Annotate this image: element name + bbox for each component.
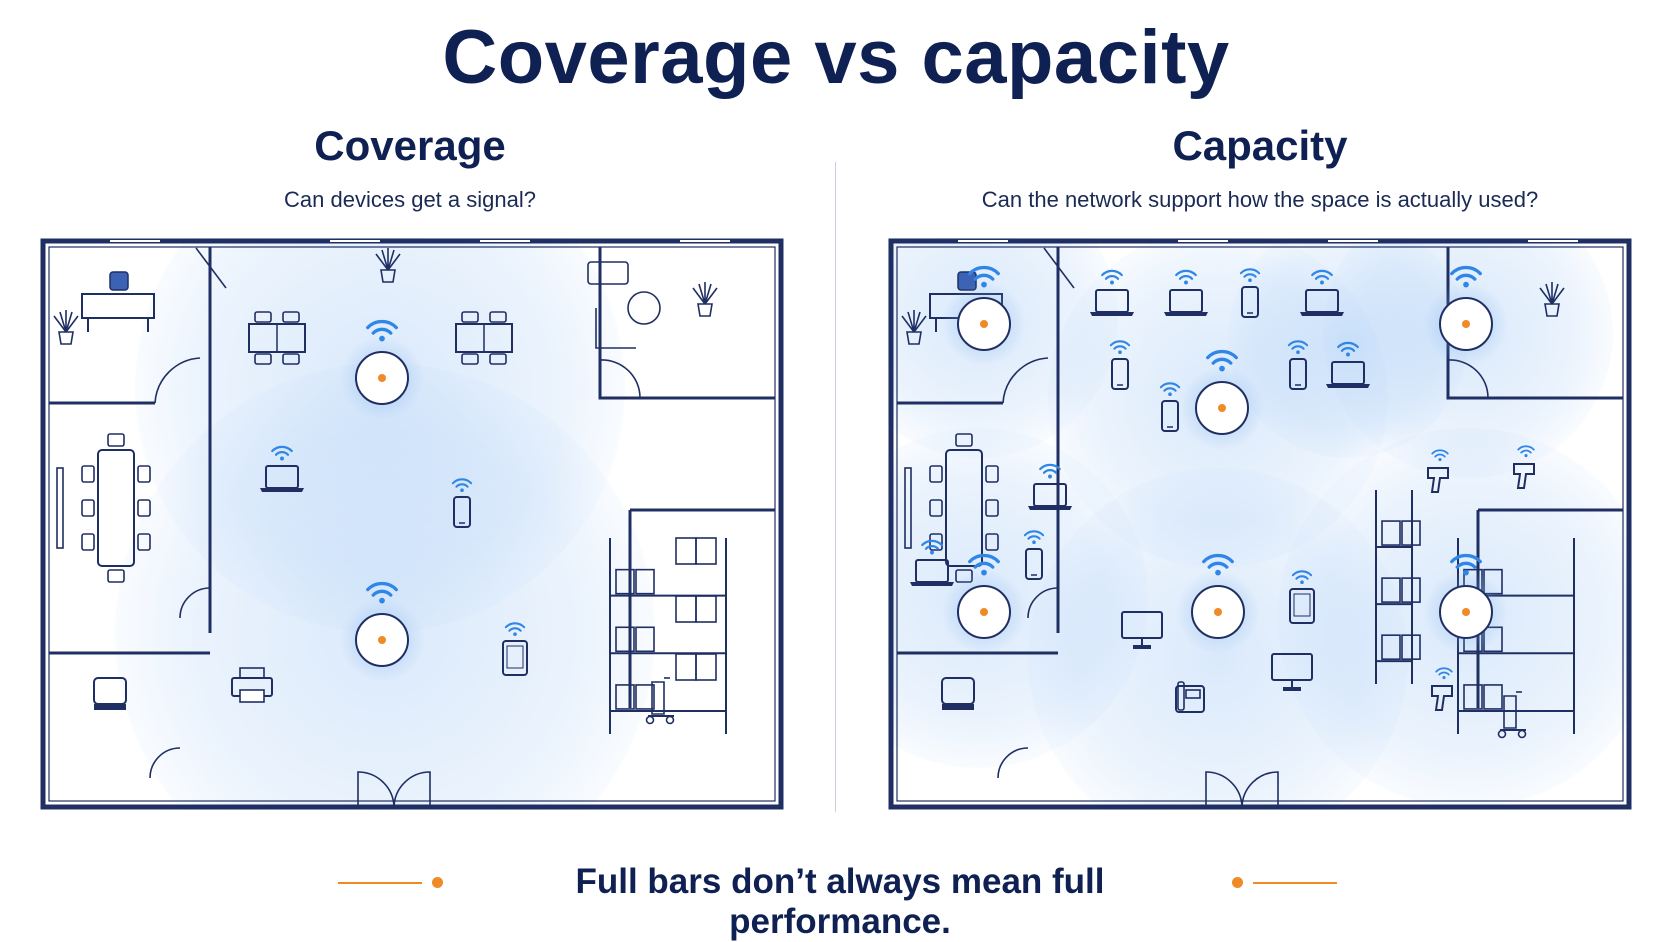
wifi-signal-icon — [1239, 268, 1261, 283]
main-title: Coverage vs capacity — [442, 15, 1230, 100]
smartphone-icon — [1287, 340, 1309, 390]
laptop-icon — [1326, 341, 1370, 388]
wifi-signal-icon — [1175, 269, 1197, 285]
wifi-signal-icon — [1450, 265, 1482, 288]
warehouse-shelf-icon — [609, 538, 727, 734]
footer-line-right — [1253, 882, 1337, 884]
desk-icon — [81, 271, 155, 332]
wifi-signal-icon — [1109, 340, 1131, 355]
wifi-signal-icon — [366, 319, 398, 342]
wifi-signal-icon — [504, 622, 526, 637]
capacity-floor-plan — [888, 238, 1632, 810]
barcode-scanner-icon — [1431, 667, 1453, 711]
wifi-signal-icon — [1517, 445, 1535, 458]
barcode-scanner-icon — [1513, 445, 1535, 489]
potted-plant-icon — [901, 310, 927, 345]
wifi-signal-icon — [1291, 570, 1313, 585]
smartphone-icon — [451, 478, 473, 528]
wifi-access-point-icon — [340, 319, 424, 420]
warehouse-shelf-icon — [1375, 490, 1421, 684]
wifi-signal-icon — [451, 478, 473, 493]
smartphone-icon — [1239, 268, 1261, 318]
wifi-access-point-icon — [1176, 553, 1260, 654]
laptop-icon — [1164, 269, 1208, 316]
capacity-panel-subtitle: Can the network support how the space is… — [981, 187, 1539, 212]
smartphone-icon — [1023, 530, 1045, 580]
footer-dot-left — [432, 877, 443, 888]
printer-icon — [231, 667, 273, 703]
wifi-signal-icon — [1450, 553, 1482, 576]
wifi-signal-icon — [968, 553, 1000, 576]
floor-plan-walls — [888, 238, 1632, 810]
wifi-signal-icon — [1039, 463, 1061, 479]
potted-plant-icon — [1539, 282, 1565, 317]
laptop-icon — [1028, 463, 1072, 510]
wifi-access-point-icon — [1424, 553, 1508, 654]
wifi-signal-icon — [1206, 349, 1238, 372]
storage-boxes-icon — [675, 595, 717, 623]
coverage-panel-title: Coverage — [314, 122, 506, 169]
conference-table-icon — [81, 433, 151, 583]
wifi-signal-icon — [1023, 530, 1045, 545]
capacity-panel-title: Capacity — [1172, 122, 1348, 169]
coverage-panel-subtitle: Can devices get a signal? — [284, 187, 536, 212]
armchair-icon — [941, 677, 975, 710]
potted-plant-icon — [53, 310, 79, 345]
footer-dot-right — [1232, 877, 1243, 888]
wifi-signal-icon — [921, 539, 943, 555]
tablet-icon — [502, 622, 528, 676]
table-with-chairs-icon — [455, 311, 513, 365]
laptop-icon — [1090, 269, 1134, 316]
laptop-icon — [260, 445, 304, 492]
desktop-monitor-icon — [1121, 611, 1163, 649]
coverage-floor-plan — [40, 238, 784, 810]
desk-phone-icon — [1175, 681, 1205, 713]
wifi-signal-icon — [271, 445, 293, 461]
potted-plant-icon — [692, 282, 718, 317]
footer-tagline: Full bars don’t always mean full perform… — [0, 862, 1672, 941]
panel-divider — [835, 162, 836, 812]
wifi-signal-icon — [968, 265, 1000, 288]
wifi-access-point-icon — [1424, 265, 1508, 366]
wifi-signal-icon — [1101, 269, 1123, 285]
wifi-signal-icon — [1159, 382, 1181, 397]
wall-screen-icon — [904, 467, 912, 549]
footer-line-left — [338, 882, 422, 884]
footer-text: Full bars don’t always mean full perform… — [575, 862, 1105, 941]
wifi-access-point-icon — [942, 553, 1026, 654]
storage-boxes-icon — [675, 653, 717, 681]
desktop-monitor-icon — [1271, 653, 1313, 691]
smartphone-icon — [1109, 340, 1131, 390]
wifi-access-point-icon — [1180, 349, 1264, 450]
wifi-signal-icon — [1287, 340, 1309, 355]
hand-truck-icon — [645, 677, 675, 725]
wifi-signal-icon — [1435, 667, 1453, 680]
potted-plant-icon — [375, 248, 401, 283]
laptop-icon — [910, 539, 954, 586]
barcode-scanner-icon — [1427, 449, 1449, 493]
laptop-icon — [1300, 269, 1344, 316]
wifi-signal-icon — [1311, 269, 1333, 285]
smartphone-icon — [1159, 382, 1181, 432]
armchair-icon — [93, 677, 127, 710]
wifi-signal-icon — [1431, 449, 1449, 462]
wifi-signal-icon — [1202, 553, 1234, 576]
tablet-icon — [1289, 570, 1315, 624]
storage-boxes-icon — [675, 537, 717, 565]
wifi-access-point-icon — [340, 581, 424, 682]
wifi-signal-icon — [1337, 341, 1359, 357]
floor-plan-walls — [40, 238, 784, 810]
hand-truck-icon — [1497, 691, 1527, 739]
wifi-access-point-icon — [942, 265, 1026, 366]
wall-screen-icon — [56, 467, 64, 549]
table-with-chairs-icon — [248, 311, 306, 365]
wifi-signal-icon — [366, 581, 398, 604]
